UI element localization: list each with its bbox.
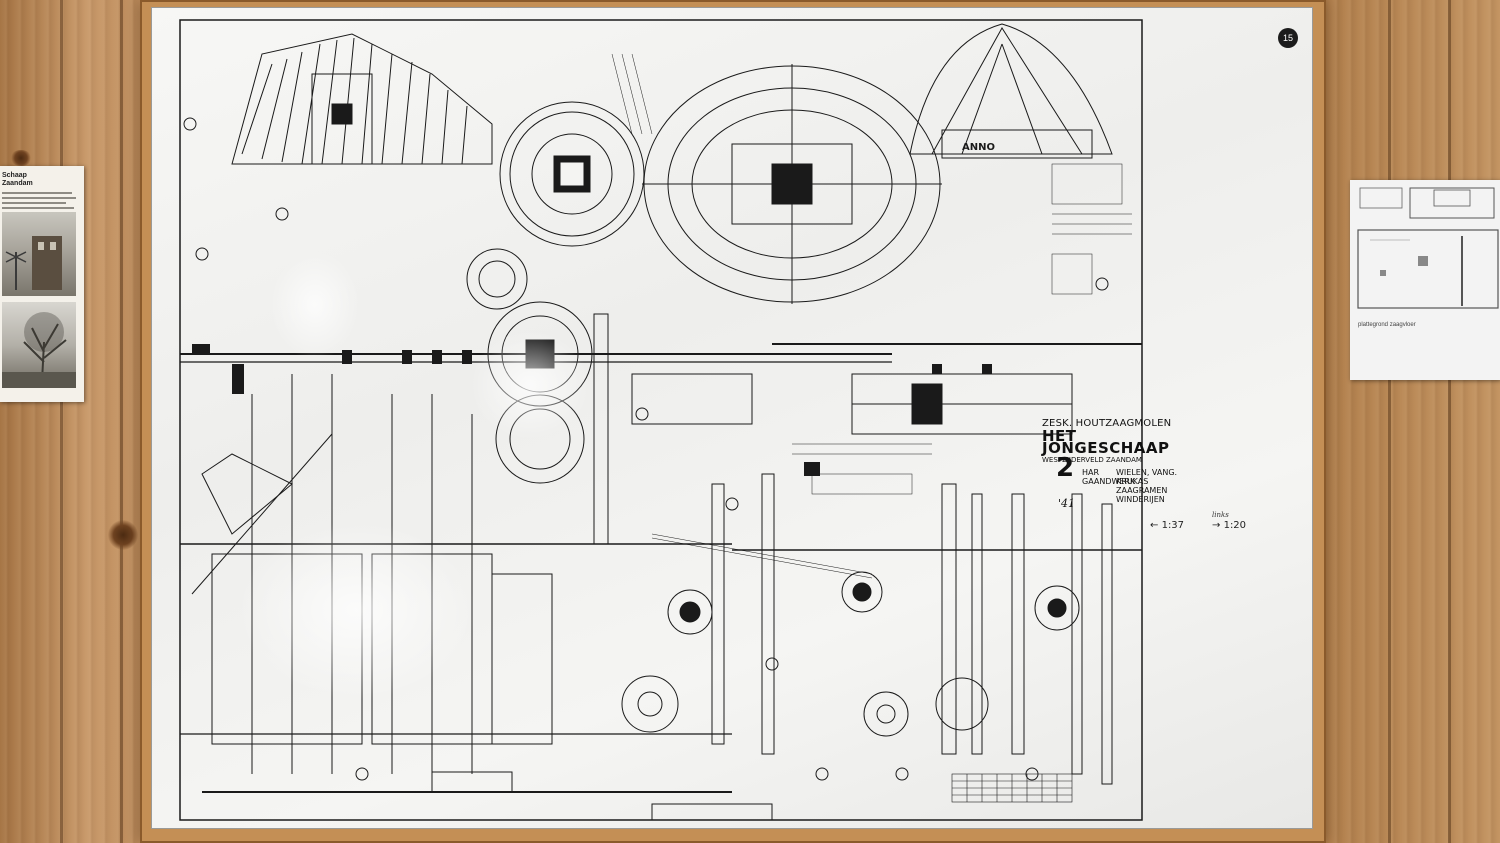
- title-line-3: WESTZIJDERVELD ZAANDAM: [1042, 456, 1142, 464]
- drawing-title-block: ZESK. HOUTZAAGMOLEN HET JONGESCHAAP WEST…: [1042, 418, 1182, 510]
- roof-truss-drawing: [231, 33, 493, 165]
- description-left: HAR GAANDWERK: [1082, 468, 1136, 486]
- wood-knot: [108, 520, 138, 550]
- sheet-index: 2: [1056, 453, 1075, 483]
- wood-plank-seam: [120, 0, 123, 843]
- scale-note-left: ← 1:37: [1150, 520, 1185, 531]
- light-glare: [270, 250, 360, 360]
- cap-ring-drawing: [642, 64, 942, 304]
- floor-plan-sketch: [1357, 187, 1499, 309]
- grid-detail: [951, 773, 1073, 803]
- tree-photo: [2, 302, 76, 388]
- notice-text-block: [2, 192, 78, 212]
- windmill-technical-drawing: ANNO: [179, 19, 1143, 821]
- plan-caption: plattegrond zaagvloer: [1358, 322, 1416, 328]
- cap-dome-drawing: [909, 23, 1113, 159]
- scale-note-right: → 1:20: [1212, 520, 1247, 531]
- sheet-number-badge: 15: [1278, 28, 1298, 48]
- title-line-1: ZESK. HOUTZAAGMOLEN: [1042, 418, 1172, 429]
- description-right: WIELEN, VANG. KRUKAS ZAAGRAMEN WINDERIJE…: [1116, 468, 1178, 504]
- anno-plaque-label: ANNO: [962, 142, 995, 153]
- windmill-photo: [2, 212, 76, 296]
- wood-plank-seam: [1448, 0, 1451, 843]
- light-glare: [470, 330, 590, 440]
- title-line-2: HET JONGESCHAAP: [1042, 427, 1170, 457]
- wood-plank-seam: [60, 0, 63, 843]
- arrow-right-icon: →: [1212, 520, 1221, 531]
- right-floor-plan-notice: plattegrond zaagvloer: [1350, 180, 1500, 380]
- light-glare: [236, 520, 476, 700]
- arrow-left-icon: ←: [1150, 520, 1159, 531]
- brake-wheel-drawing: [499, 101, 645, 247]
- wood-knot: [10, 150, 32, 166]
- signature: '41: [1058, 497, 1076, 510]
- handwritten-note: links: [1212, 511, 1229, 519]
- wood-plank-seam: [1388, 0, 1391, 843]
